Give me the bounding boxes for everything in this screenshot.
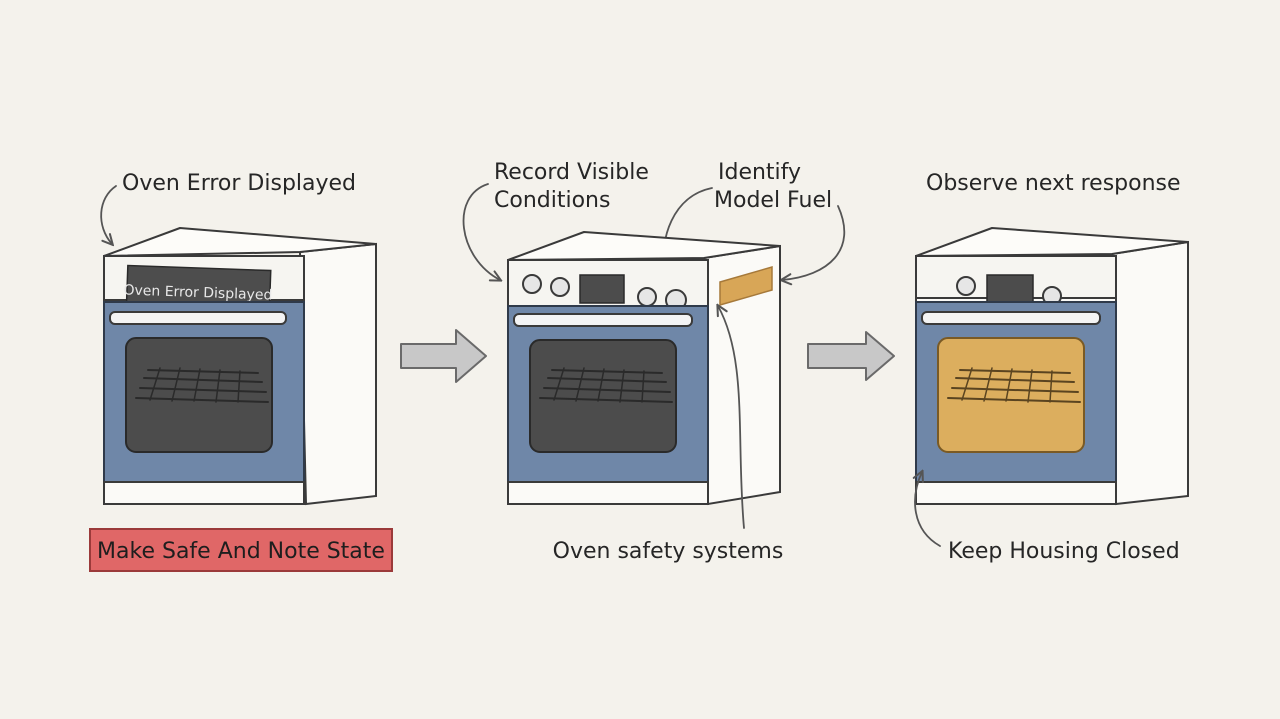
oven-icon <box>915 227 1189 506</box>
step-1-error-displayed: Oven Error Displayed Oven Error Displaye… <box>89 171 393 572</box>
record-label-line-2: Conditions <box>494 188 610 213</box>
step-2-record-conditions: Record Visible Conditions Identify Model… <box>462 160 846 564</box>
observe-label: Observe next response <box>926 171 1181 196</box>
oven-window <box>529 339 677 453</box>
callout-arrow-icon <box>915 472 941 547</box>
control-knob-icon <box>522 274 542 294</box>
identify-label-line-1: Identify <box>718 160 801 185</box>
oven-base <box>103 481 305 505</box>
door-handle <box>109 311 287 325</box>
control-knob-icon <box>550 277 570 297</box>
oven-rack-icon <box>947 367 1081 403</box>
oven-top <box>915 227 1189 257</box>
door-handle <box>513 313 693 327</box>
oven-top <box>507 231 781 261</box>
oven-icon <box>507 231 781 506</box>
flow-arrow-icon <box>400 329 487 383</box>
step-3-observe-response: Observe next response Keep Housing Close… <box>915 171 1189 564</box>
oven-rack-icon <box>135 367 269 403</box>
oven-base <box>507 481 709 505</box>
keep-housing-closed-label: Keep Housing Closed <box>948 539 1180 564</box>
oven-icon: Oven Error Displayed <box>103 227 377 506</box>
safety-systems-label: Oven safety systems <box>553 539 784 564</box>
door-handle <box>921 311 1101 325</box>
error-display-text: Oven Error Displayed <box>123 282 272 303</box>
callout-arrow-icon <box>462 183 500 280</box>
control-knob-icon <box>956 276 976 296</box>
oven-side <box>1110 240 1189 506</box>
oven-base <box>915 481 1117 505</box>
warning-banner <box>89 528 393 572</box>
model-plate <box>719 266 773 306</box>
control-knob-icon <box>637 287 657 307</box>
callout-arrow-icon <box>100 185 117 244</box>
oven-rack-icon <box>539 367 673 403</box>
callout-arrow-icon <box>782 205 846 280</box>
oven-top <box>103 227 377 257</box>
record-label-line-1: Record Visible <box>494 160 649 185</box>
oven-window <box>125 337 273 453</box>
oven-window-lit <box>937 337 1085 453</box>
step-1-label: Oven Error Displayed <box>122 171 356 196</box>
flow-arrow-icon <box>807 331 895 381</box>
warning-banner-text: Make Safe And Note State <box>97 539 385 564</box>
display-panel-icon <box>579 274 625 304</box>
identify-label-line-2: Model Fuel <box>714 188 832 213</box>
display-panel-icon <box>986 274 1034 304</box>
callout-arrow-icon <box>718 306 745 529</box>
oven-side <box>298 242 377 506</box>
